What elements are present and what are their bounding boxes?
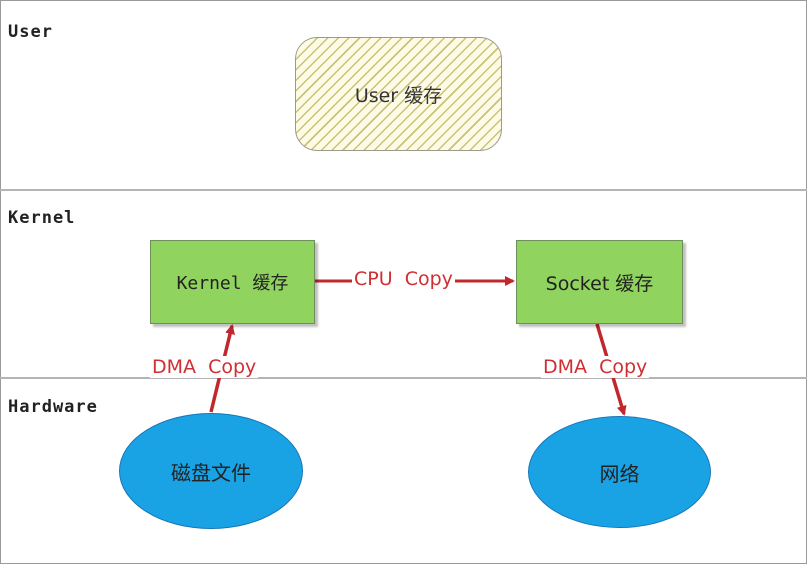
kernel-cache-label: Kernel 缓存 [176, 273, 289, 294]
disk-file-ellipse: 磁盘文件 [119, 413, 303, 529]
kernel-hardware-divider [0, 377, 807, 379]
disk-file-label: 磁盘文件 [171, 460, 251, 485]
user-kernel-divider [0, 189, 807, 191]
socket-cache-label: Socket 缓存 [545, 272, 654, 295]
user-cache-label: User 缓存 [354, 84, 443, 107]
layer-label-user: User [8, 22, 53, 42]
socket-cache-box: Socket 缓存 [516, 240, 683, 324]
dma-copy-out-label: DMA Copy [541, 356, 650, 378]
kernel-cache-box: Kernel 缓存 [150, 240, 315, 324]
layer-label-kernel: Kernel [8, 208, 76, 228]
cpu-copy-label: CPU Copy [352, 268, 455, 290]
dma-copy-in-label: DMA Copy [150, 356, 259, 378]
layer-label-hardware: Hardware [8, 397, 98, 417]
network-label: 网络 [599, 461, 640, 486]
network-ellipse: 网络 [528, 416, 711, 528]
user-cache-box: User 缓存 [295, 37, 502, 151]
